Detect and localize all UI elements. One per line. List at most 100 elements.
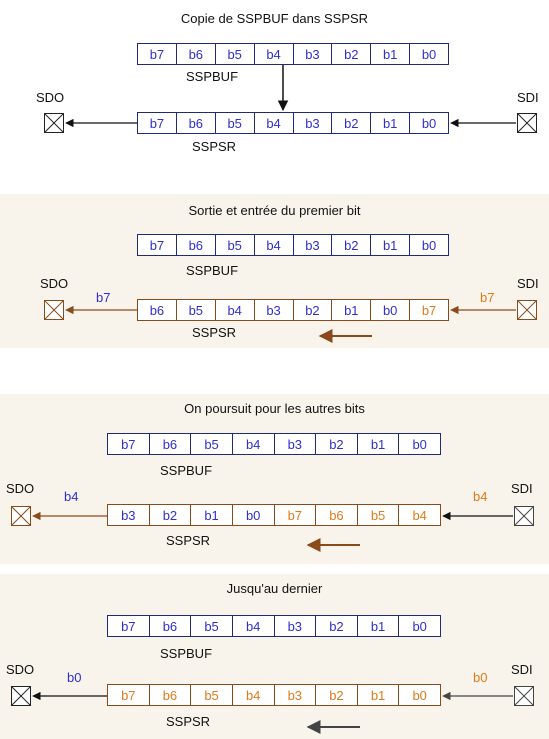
sdi-label: SDI bbox=[517, 276, 539, 291]
sspsr-cell: b0 bbox=[233, 505, 275, 525]
sspbuf-label: SSPBUF bbox=[186, 69, 239, 84]
sspsr-cell: b6 bbox=[316, 505, 358, 525]
sspsr-cell: b2 bbox=[294, 300, 333, 320]
sspbuf-cell: b0 bbox=[421, 237, 437, 253]
sdo-output-bit: b0 bbox=[67, 670, 82, 685]
sspsr-label: SSPSR bbox=[192, 325, 237, 340]
sspbuf-cell: b7 bbox=[138, 44, 177, 64]
sspsr-cell: b7 bbox=[275, 505, 317, 525]
sspbuf-cell: b3 bbox=[294, 235, 333, 255]
sdi-label: SDI bbox=[511, 662, 533, 677]
sdi-pin-icon bbox=[517, 300, 537, 320]
sspbuf-cell: b2 bbox=[316, 434, 358, 454]
sspbuf-label: SSPBUF bbox=[186, 263, 239, 278]
sspbuf-cell: b5 bbox=[191, 616, 233, 636]
sspbuf-cell: b3 bbox=[275, 616, 317, 636]
sdi-input-bit: b4 bbox=[473, 489, 488, 504]
sspbuf-cell: b2 bbox=[332, 44, 372, 64]
sspbuf-cell: b4 bbox=[255, 44, 294, 64]
sdo-label: SDO bbox=[6, 481, 35, 496]
sspsr-cell: b4 bbox=[233, 685, 275, 705]
sdi-input-bit: b7 bbox=[480, 290, 495, 305]
sspbuf-label: SSPBUF bbox=[160, 646, 213, 661]
sspbuf-cell: b0 bbox=[421, 46, 437, 62]
sdi-label: SDI bbox=[511, 481, 533, 496]
sdo-pin-icon bbox=[44, 113, 64, 133]
sdo-pin-icon bbox=[11, 506, 31, 526]
sspbuf-label: SSPBUF bbox=[160, 463, 213, 478]
sspbuf-cell: b2 bbox=[332, 235, 372, 255]
panel-3-background bbox=[0, 394, 549, 564]
sspbuf-cell: b0 bbox=[412, 436, 427, 452]
sdo-label: SDO bbox=[36, 90, 65, 105]
panel-2-background bbox=[0, 194, 549, 348]
sspsr-cell: b5 bbox=[191, 685, 233, 705]
sdi-pin-icon bbox=[517, 113, 537, 133]
sspbuf-cell: b7 bbox=[108, 616, 150, 636]
sdi-pin-icon bbox=[514, 686, 534, 706]
sspsr-label: SSPSR bbox=[166, 714, 211, 729]
sdo-output-bit: b4 bbox=[64, 489, 79, 504]
sdi-label: SDI bbox=[517, 90, 539, 105]
step-3-title: On poursuit pour les autres bits bbox=[184, 401, 365, 416]
sspbuf-cell: b3 bbox=[294, 44, 333, 64]
sspbuf-cell: b1 bbox=[371, 44, 411, 64]
sspsr-cell: b1 bbox=[332, 300, 372, 320]
sspsr-cell: b5 bbox=[358, 505, 400, 525]
sspsr-cell: b1 bbox=[358, 685, 400, 705]
step-2-title: Sortie et entrée du premier bit bbox=[188, 203, 361, 218]
sspsr-cell: b0 bbox=[371, 300, 411, 320]
sspsr-cell: b2 bbox=[332, 113, 372, 133]
sdo-label: SDO bbox=[40, 276, 69, 291]
sspsr-cell: b1 bbox=[371, 113, 411, 133]
sspsr-cell: b1 bbox=[191, 505, 233, 525]
sspbuf-cell: b3 bbox=[275, 434, 317, 454]
sspbuf-cell: b7 bbox=[108, 434, 150, 454]
sdi-input-bit: b0 bbox=[473, 670, 488, 685]
sspbuf-cell: b5 bbox=[191, 434, 233, 454]
sspbuf-cell: b6 bbox=[150, 434, 192, 454]
sdo-output-bit: b7 bbox=[96, 290, 111, 305]
sspsr-cell: b7 bbox=[108, 685, 150, 705]
sdo-pin-icon bbox=[44, 300, 64, 320]
sspsr-cell: b6 bbox=[177, 113, 216, 133]
sspbuf-cell: b6 bbox=[177, 44, 216, 64]
sspbuf-cell: b6 bbox=[177, 235, 216, 255]
sspsr-cell: b3 bbox=[275, 685, 317, 705]
sspbuf-cell: b6 bbox=[150, 616, 192, 636]
sspsr-cell: b2 bbox=[316, 685, 358, 705]
sspbuf-cell: b5 bbox=[216, 44, 255, 64]
sspsr-cell: b0 bbox=[412, 687, 427, 703]
sspbuf-cell: b4 bbox=[233, 616, 275, 636]
sspsr-cell: b7 bbox=[138, 113, 177, 133]
sspbuf-cell: b0 bbox=[412, 618, 427, 634]
sspbuf-cell: b5 bbox=[216, 235, 255, 255]
sspbuf-cell: b2 bbox=[316, 616, 358, 636]
sspbuf-cell: b1 bbox=[371, 235, 411, 255]
sspsr-cell: b5 bbox=[177, 300, 216, 320]
sspbuf-cell: b4 bbox=[255, 235, 294, 255]
sspsr-cell: b6 bbox=[138, 300, 177, 320]
sspbuf-cell: b1 bbox=[358, 434, 400, 454]
sspbuf-cell: b1 bbox=[358, 616, 400, 636]
sspsr-cell: b7 bbox=[421, 302, 437, 318]
sspsr-cell: b3 bbox=[108, 505, 150, 525]
sspbuf-cell: b7 bbox=[138, 235, 177, 255]
step-4-title: Jusqu'au dernier bbox=[226, 581, 323, 596]
sspsr-cell: b6 bbox=[150, 685, 192, 705]
step-1-title: Copie de SSPBUF dans SSPSR bbox=[180, 11, 369, 26]
sdo-pin-icon bbox=[11, 686, 31, 706]
sdo-label: SDO bbox=[6, 662, 35, 677]
sspsr-cell: b4 bbox=[255, 113, 294, 133]
sspsr-cell: b2 bbox=[150, 505, 192, 525]
sdi-pin-icon bbox=[514, 506, 534, 526]
sspsr-cell: b3 bbox=[294, 113, 333, 133]
